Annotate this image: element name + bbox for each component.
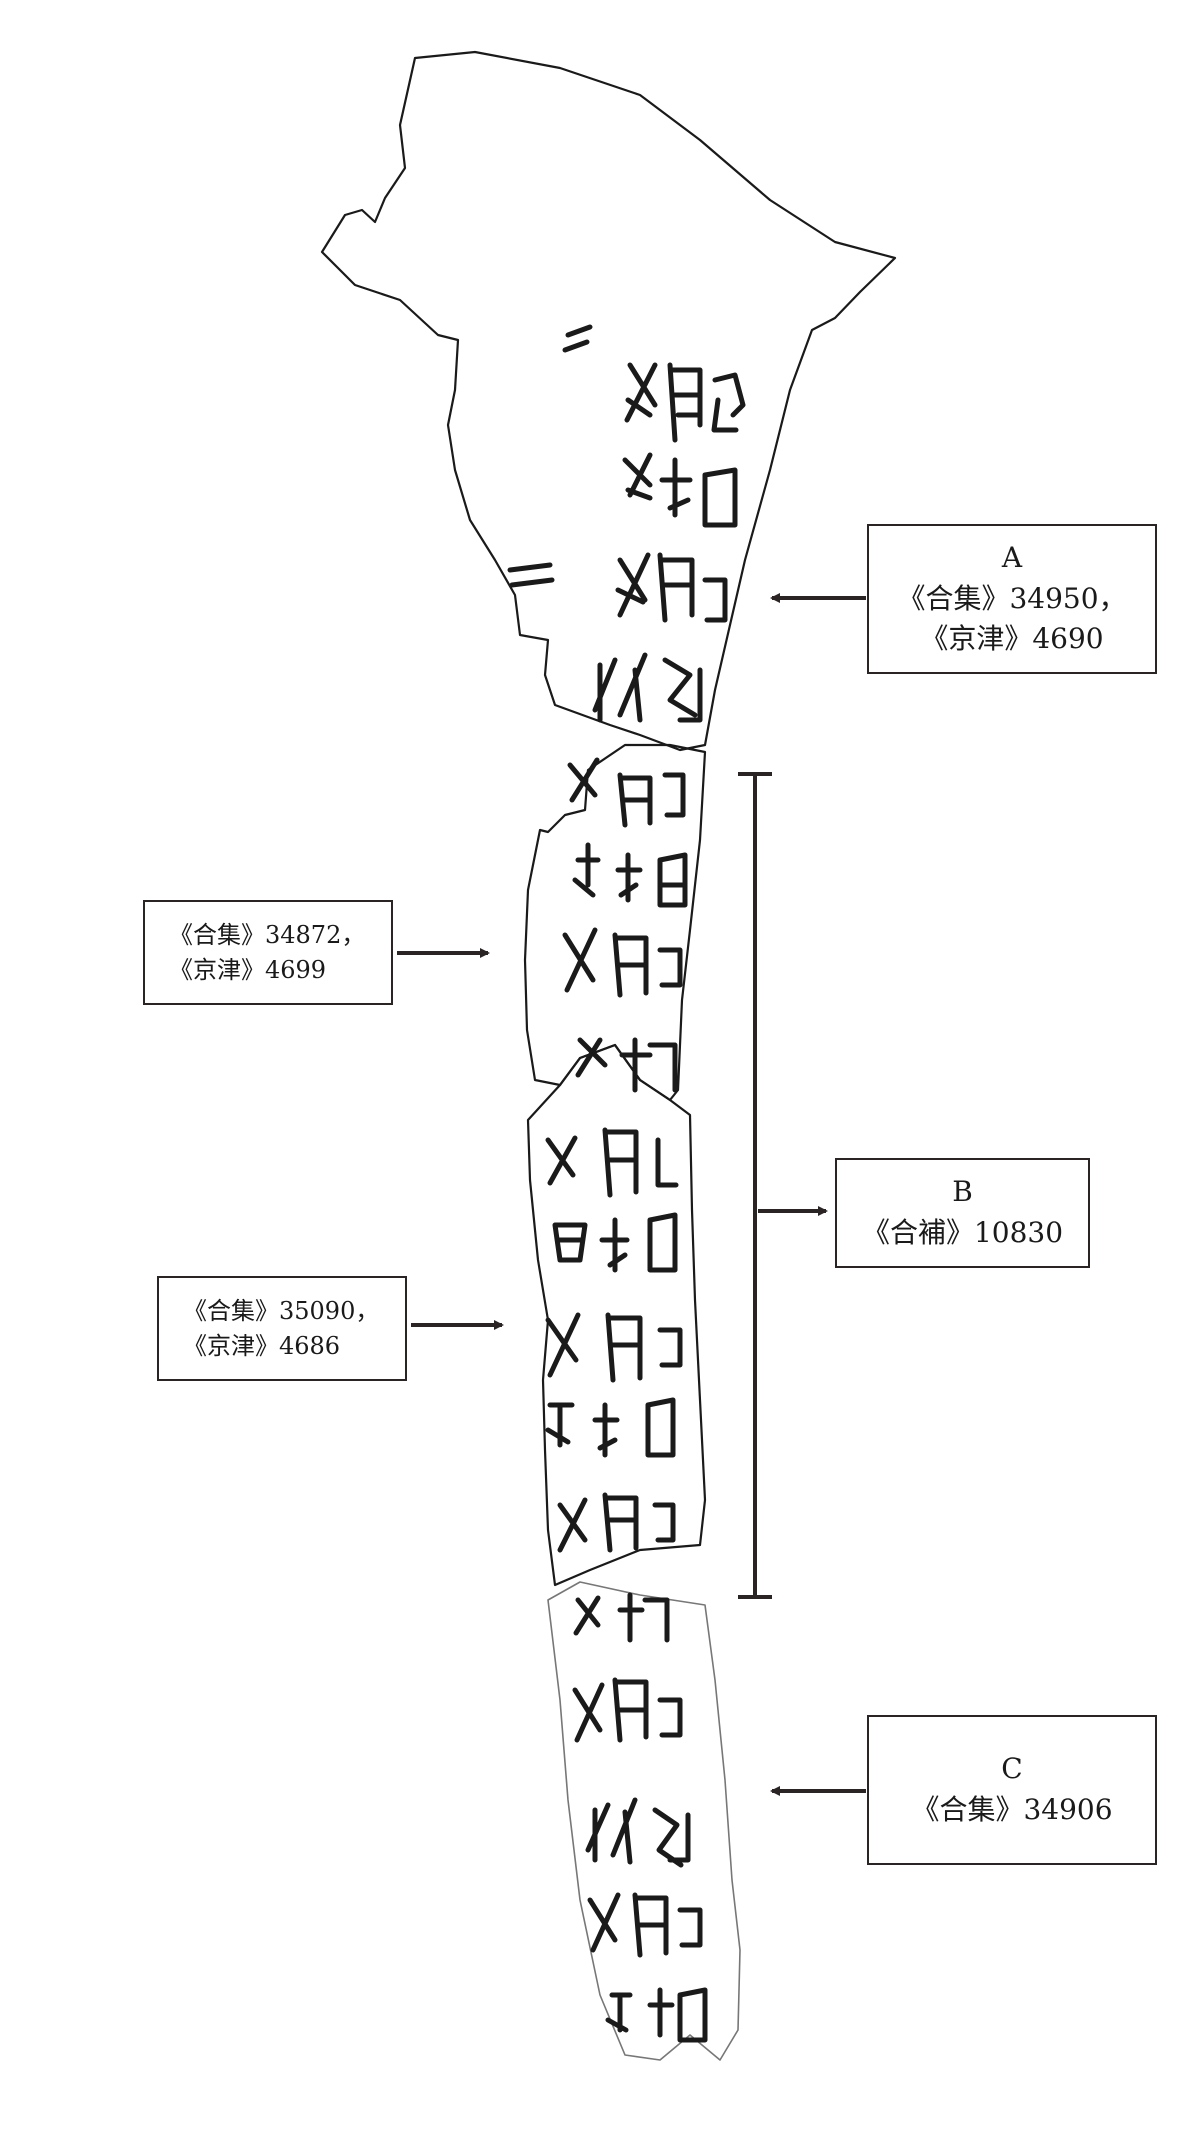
glyph-c-12 [647,1987,708,2043]
label-a-line1: 《合集》34950， [897,581,1127,615]
glyph-b-16 [599,1217,630,1273]
glyph-b-23 [645,1397,676,1458]
label-b-bottom-line2: 《京津》4686 [183,1331,341,1360]
glyph-b-18 [545,1312,581,1378]
glyph-b-1 [567,757,600,803]
label-c-line1: 《合集》34906 [911,1793,1113,1826]
glyph-a-5 [622,452,653,501]
glyph-c-3 [572,1682,605,1743]
glyph-b-22 [592,1402,620,1458]
glyph-a-11 [507,562,555,588]
glyph-c-6 [585,1797,638,1865]
glyph-c-2 [617,1592,670,1643]
glyph-b-5 [615,852,643,903]
glyph-b-19 [605,1312,643,1383]
label-box-c: C 《合集》34906 [867,1715,1157,1865]
label-box-a: A 《合集》34950， 《京津》4690 [867,524,1157,674]
glyph-b-6 [657,852,688,908]
glyph-a-9 [657,552,695,623]
glyph-c-8 [587,1892,621,1953]
bracket-b [738,772,772,1599]
glyph-b-17 [647,1212,678,1273]
fragment-a-outline [320,50,897,752]
fragment-c-outline [547,1581,741,2061]
label-b-top-line1: 《合集》34872， [169,920,366,949]
glyph-c-9 [632,1892,669,1958]
label-box-b-bottom: 《合集》35090， 《京津》4686 [157,1276,407,1381]
label-b-top-line2: 《京津》4699 [169,955,327,984]
glyph-c-11 [605,1992,633,2033]
glyph-b-10 [575,1037,608,1078]
glyph-a-1 [562,324,593,353]
glyph-a-8 [615,552,651,618]
glyph-a-7 [702,467,738,528]
label-b-bottom-line1: 《合集》35090， [183,1296,380,1325]
glyph-b-14 [655,1137,679,1188]
glyph-b-7 [562,927,598,993]
label-b-letter: B [952,1175,973,1209]
glyph-a-12 [592,652,648,723]
glyph-a-3 [667,362,703,443]
glyph-b-26 [652,1502,676,1543]
glyph-c-7 [652,1807,691,1868]
glyph-b-8 [612,932,649,998]
glyph-a-4 [711,372,746,433]
glyph-b-9 [657,947,683,988]
glyph-a-13 [662,657,703,723]
glyph-b-20 [657,1327,683,1368]
label-box-b-top: 《合集》34872， 《京津》4699 [143,900,393,1005]
inscription-glyphs [507,324,746,2043]
glyph-b-3 [662,772,686,818]
glyph-a-2 [624,362,658,423]
glyph-c-4 [612,1677,649,1743]
label-b-line1: 《合補》10830 [861,1216,1064,1249]
label-a-line2: 《京津》4690 [920,622,1104,656]
label-box-b: B 《合補》10830 [835,1158,1090,1268]
glyph-c-10 [677,1907,703,1948]
label-a-letter: A [1001,541,1023,575]
glyph-b-2 [617,772,653,828]
glyph-b-15 [552,1222,588,1263]
glyph-a-6 [659,457,693,518]
glyph-b-21 [545,1402,575,1448]
glyph-c-5 [657,1697,683,1738]
glyph-b-4 [572,842,601,898]
glyph-b-11 [619,1037,678,1093]
glyph-b-13 [602,1127,639,1198]
glyph-a-10 [702,577,728,623]
glyph-b-24 [557,1497,588,1553]
glyph-b-12 [545,1135,578,1186]
glyph-b-25 [602,1492,639,1553]
fragment-b-lower-outline [526,1043,707,1587]
glyph-c-1 [573,1595,601,1636]
label-c-letter: C [1001,1752,1023,1786]
